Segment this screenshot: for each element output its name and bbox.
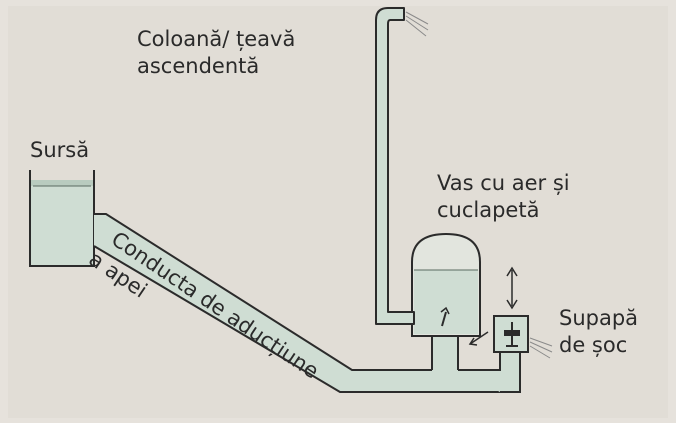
check-valve-arrow <box>440 306 450 327</box>
valve-motion-arrow <box>506 266 518 310</box>
shock-valve-label-line1: Supapă <box>559 306 639 330</box>
shock-valve <box>493 315 529 353</box>
diagram-frame-shade <box>8 6 668 418</box>
rising-column <box>375 7 429 325</box>
rising-column-label-line1: Coloană/ țeavă <box>137 27 296 51</box>
shock-valve-label: Supapă de șoc <box>559 305 638 359</box>
supply-pipe <box>93 213 510 393</box>
flow-arrow <box>468 331 489 346</box>
shock-valve-label-line2: de șoc <box>559 333 628 357</box>
valve-spray <box>529 337 553 359</box>
rising-column-label-line2: ascendentă <box>137 54 260 78</box>
source-label-text: Sursă <box>30 138 90 162</box>
source-tank <box>29 170 95 267</box>
air-vessel-label: Vas cu aer și cuclapetă <box>437 170 570 224</box>
air-vessel-label-line2: cuclapetă <box>437 198 540 222</box>
source-label: Sursă <box>30 137 89 164</box>
rising-column-label: Coloană/ țeavă ascendentă <box>137 26 295 80</box>
air-vessel <box>411 232 481 337</box>
air-vessel-label-line1: Vas cu aer și <box>437 171 570 195</box>
